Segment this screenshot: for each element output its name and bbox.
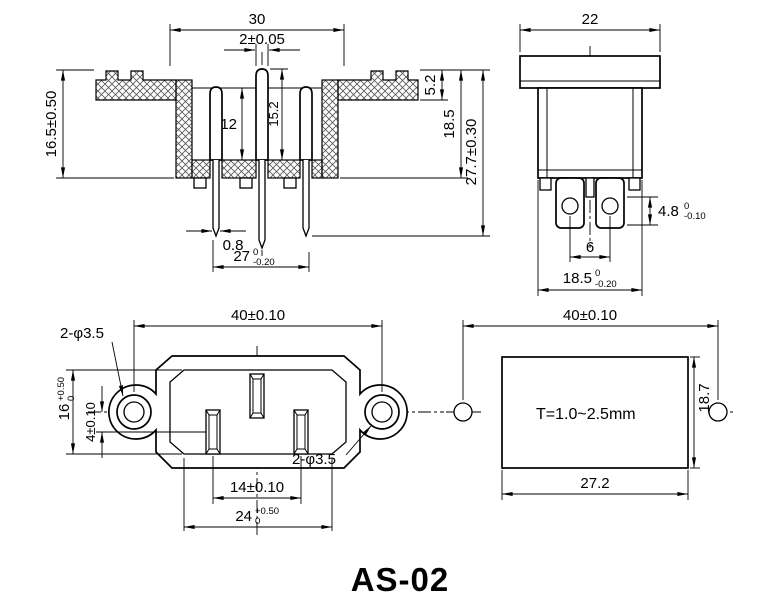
dim-0-8: 0.8 (186, 228, 246, 254)
dim-label-22: 22 (582, 11, 599, 28)
hole-callout-top: 2-φ3.5 (60, 325, 124, 397)
dim-tol-upper: +0.50 (56, 377, 67, 401)
dim-40-cutout: 40±0.10 (462, 307, 719, 400)
side-section-view: 30 2±0.05 16.5±0.50 5.2 18.5 (43, 11, 490, 272)
dim-label-0-8: 0.8 (223, 237, 244, 254)
flange-left-ear (95, 70, 177, 101)
panel-hole-right (708, 402, 728, 422)
hole-callout-bottom: 2-φ3.5 (292, 425, 372, 468)
dim-tol-lower: -0.10 (684, 211, 706, 222)
earth-pin-slot (249, 373, 265, 419)
center-tab (585, 177, 595, 198)
flange-right-ear (337, 70, 419, 101)
pin-left (209, 86, 223, 161)
dim-15-2: 15.2 (266, 68, 288, 161)
dim-label-18-5: 18.5 (563, 270, 592, 287)
part-number-title: AS-02 (351, 561, 450, 598)
dim-30: 30 (169, 11, 345, 66)
dim-label-2: 2±0.05 (239, 31, 285, 48)
rib-tooth (239, 177, 253, 189)
dim-tol-lower: -0.20 (253, 257, 275, 268)
hole-callout-top-label: 2-φ3.5 (60, 325, 104, 342)
terminal-hole-left (561, 197, 579, 215)
dim-6: 6 (569, 216, 611, 262)
body-floor (191, 159, 211, 179)
rib-tooth (193, 177, 207, 189)
dim-14: 14±0.10 (212, 456, 302, 504)
body-floor (221, 159, 257, 179)
dim-tol-upper: 0 (684, 201, 689, 212)
dim-label-24: 24 (235, 508, 252, 525)
body-left-wall (175, 79, 193, 179)
body-floor (267, 159, 301, 179)
dim-tol-upper: 0 (595, 268, 600, 279)
dim-27: 27 0 -0.20 (212, 240, 310, 272)
dim-16: 16 +0.50 0 (56, 369, 182, 455)
side-tab (539, 177, 552, 191)
dim-tol-lower: 0 (255, 516, 260, 527)
terminal-hole-right (601, 197, 619, 215)
hole-callout-bottom-label: 2-φ3.5 (292, 451, 336, 468)
dim-27-7: 27.7±0.30 (312, 69, 490, 237)
dim-2: 2±0.05 (224, 31, 300, 66)
dim-tol-upper: +0.50 (255, 506, 279, 517)
dim-12: 12 (220, 87, 245, 161)
dim-label-18-5-depth: 18.5 (441, 109, 458, 138)
dim-22: 22 (519, 11, 661, 52)
dim-4: 4±0.10 (83, 386, 206, 458)
dim-18-7: 18.7 (690, 356, 713, 469)
dim-label-4: 4±0.10 (83, 402, 98, 442)
dim-tol-lower: 0 (66, 396, 77, 401)
dim-label-27-2: 27.2 (580, 475, 609, 492)
pin-earth (255, 68, 269, 161)
rib-tooth (283, 177, 297, 189)
cutout-rect (501, 356, 689, 469)
dim-label-18-7: 18.7 (696, 383, 713, 412)
panel-thickness-note: T=1.0~2.5mm (536, 406, 636, 423)
dim-label-27-7: 27.7±0.30 (463, 119, 480, 186)
dim-label-14: 14±0.10 (230, 479, 284, 496)
dim-18-5-depth: 18.5 (340, 69, 468, 179)
dim-tol-lower: -0.20 (595, 279, 617, 290)
panel-cutout-view: T=1.0~2.5mm 40±0.10 18.7 27.2 (446, 307, 733, 500)
tail-right (302, 160, 310, 238)
dim-label-4-8: 4.8 (658, 203, 679, 220)
line-pin-slot-left (205, 409, 221, 455)
mount-hole-right (371, 401, 393, 423)
side-tab (628, 177, 641, 191)
dim-label-12: 12 (220, 116, 237, 133)
body (537, 87, 643, 179)
tail-earth (258, 160, 266, 250)
dim-5-2: 5.2 (420, 69, 490, 101)
body-floor (311, 159, 323, 179)
dim-4-8: 4.8 0 -0.10 (627, 196, 706, 226)
dim-label-16-5: 16.5±0.50 (43, 91, 60, 158)
flange (519, 55, 661, 89)
dim-label-40-front: 40±0.10 (231, 307, 285, 324)
dim-label-15-2: 15.2 (266, 101, 281, 126)
line-pin-slot-right (293, 409, 309, 455)
dim-label-16: 16 (56, 404, 73, 421)
dim-label-5-2: 5.2 (422, 75, 439, 96)
dim-18-5: 18.5 0 -0.20 (537, 180, 643, 296)
dim-16-5: 16.5±0.50 (43, 69, 174, 179)
dim-label-27: 27 (233, 248, 250, 265)
pin-right (299, 86, 313, 161)
dim-40-front: 40±0.10 (133, 307, 383, 392)
side-view: 22 4.8 0 -0.10 6 18.5 0 -0.20 (519, 11, 706, 296)
dim-label-6: 6 (586, 239, 594, 256)
body-right-wall (321, 79, 339, 179)
dim-27-2: 27.2 (501, 470, 689, 500)
tail-left (212, 160, 220, 238)
dim-24: 24 +0.50 0 (183, 458, 333, 531)
dim-tol-upper: 0 (253, 247, 258, 258)
dim-label-40-cutout: 40±0.10 (563, 307, 617, 324)
front-view: 40±0.10 2-φ3.5 16 +0.50 0 4±0.10 (56, 307, 444, 538)
dim-label-30: 30 (249, 11, 266, 28)
mount-hole-left (123, 401, 145, 423)
panel-hole-left (453, 402, 473, 422)
